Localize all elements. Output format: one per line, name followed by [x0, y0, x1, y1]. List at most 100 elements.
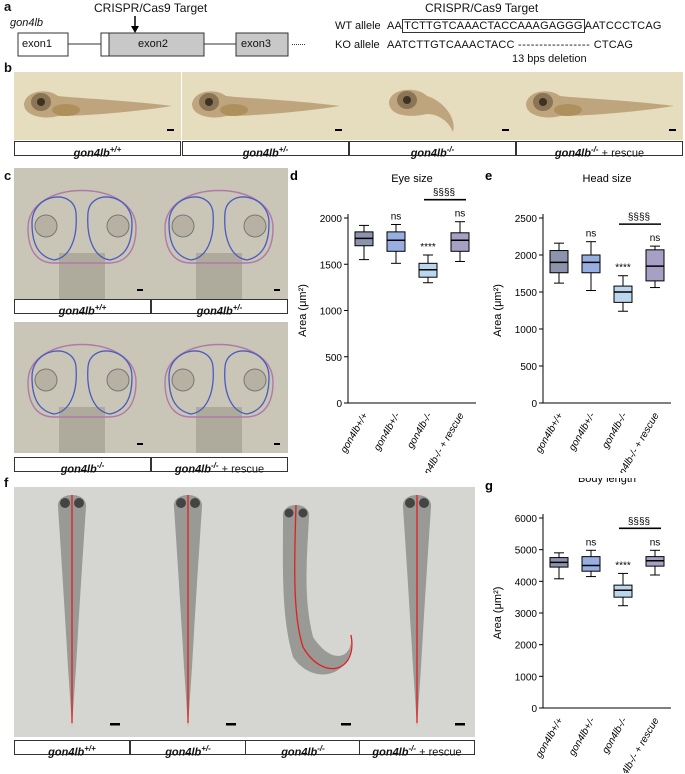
embryo-lateral-image-ko	[349, 72, 516, 140]
panel-label-f: f	[4, 475, 9, 490]
body-dorsal-image-ko	[245, 487, 361, 737]
bracket-label-g: §§§§	[628, 516, 650, 527]
box-e-1	[581, 241, 601, 292]
caption-c-het: gon4lb+/-	[151, 299, 288, 318]
body-dorsal-image-rescue	[359, 487, 475, 737]
panel-label-d: d	[290, 168, 298, 183]
sig-label-e-3: ns	[650, 233, 661, 244]
caption-b-het: gon4lb+/-	[182, 141, 349, 160]
wt-allele-label: WT allele	[335, 20, 381, 32]
head-dorsal-image-ko	[14, 322, 151, 453]
x-tick-label-g-0: gon4lb+/+	[534, 716, 566, 760]
box-d-3	[450, 221, 470, 262]
x-tick-label-d-2: gon4lb-/-	[405, 410, 435, 450]
caption-b-wt: gon4lb+/+	[14, 141, 181, 160]
box-d-0	[354, 224, 374, 261]
y-tick-label-e: 500	[520, 362, 537, 373]
y-tick-label-e: 0	[531, 399, 537, 410]
y-tick-label-d: 0	[336, 399, 342, 410]
sig-label-d-2: ****	[420, 242, 436, 253]
chart-title-e: Head size	[583, 173, 632, 185]
box-e-2	[613, 275, 633, 312]
y-tick-label-e: 1000	[515, 325, 538, 336]
head-dorsal-image-het	[151, 168, 288, 299]
panel-label-b: b	[4, 60, 12, 75]
caption-c-ko: gon4lb-/-	[14, 457, 151, 476]
wt-target-box: TCTTGTCAAACTACCAAAGAGGG	[402, 19, 585, 33]
panel-label-e: e	[485, 168, 492, 183]
x-tick-label-e-1: gon4lb+/-	[567, 410, 598, 452]
y-tick-label-d: 1500	[320, 260, 343, 271]
y-tick-label-g: 1000	[515, 672, 538, 683]
box-e-3	[645, 245, 665, 289]
box-g-1	[581, 549, 601, 578]
ellipsis: ·······	[291, 39, 306, 49]
head-dorsal-image-rescue	[151, 322, 288, 453]
deletion-note: 13 bps deletion	[512, 53, 587, 65]
ko-allele-label: KO allele	[335, 39, 380, 51]
chart-title-g: Body length	[578, 478, 636, 485]
caption-c-wt: gon4lb+/+	[14, 299, 151, 318]
exon2-utr-box	[100, 32, 110, 57]
y-tick-label-e: 2000	[515, 251, 538, 262]
exon3-label: exon3	[241, 38, 271, 50]
head-dorsal-image-wt	[14, 168, 151, 299]
bracket-label-e: §§§§	[628, 212, 650, 223]
sig-label-e-1: ns	[586, 229, 597, 240]
crispr-target-label: CRISPR/Cas9 Target	[94, 1, 208, 15]
y-tick-label-d: 1000	[320, 307, 343, 318]
y-tick-label-g: 0	[531, 704, 537, 715]
caption-f-ko: gon4lb-/-	[245, 740, 361, 759]
sig-label-g-1: ns	[586, 537, 597, 548]
box-d-2	[418, 254, 438, 284]
caption-f-wt: gon4lb+/+	[14, 740, 130, 759]
panel-label-g: g	[485, 478, 493, 493]
y-tick-label-g: 2000	[515, 641, 538, 652]
caption-b-rescue: gon4lb-/- + rescue	[516, 141, 683, 160]
x-tick-label-g-1: gon4lb+/-	[567, 715, 598, 757]
y-tick-label-d: 2000	[320, 214, 343, 225]
ko-sequence: AATCTTGTCAAACTACC ----------------- CTCA…	[387, 39, 634, 51]
bracket-label-d: §§§§	[433, 188, 455, 199]
y-tick-label-g: 4000	[515, 577, 538, 588]
y-tick-label-d: 500	[325, 353, 342, 364]
panel-label-c: c	[4, 168, 12, 183]
x-tick-label-e-2: gon4lb-/-	[600, 410, 630, 450]
y-axis-label-e: Area (μm²)	[492, 284, 504, 337]
x-tick-label-d-0: gon4lb+/+	[339, 411, 371, 455]
caption-f-het: gon4lb+/-	[130, 740, 246, 759]
body-dorsal-image-het	[130, 487, 246, 737]
box-label: CRISPR/Cas9 Target	[425, 1, 539, 15]
sig-label-g-3: ns	[650, 537, 661, 548]
panel-label-a: a	[4, 0, 12, 14]
y-tick-label-g: 3000	[515, 609, 538, 620]
embryo-lateral-image-het	[182, 72, 349, 140]
y-tick-label-e: 1500	[515, 288, 538, 299]
caption-b-ko: gon4lb-/-	[349, 141, 516, 160]
body-dorsal-image-wt	[14, 487, 130, 737]
y-tick-label-g: 5000	[515, 546, 538, 557]
box-g-2	[613, 572, 633, 607]
y-tick-label-e: 2500	[515, 214, 538, 225]
y-axis-label-g: Area (μm²)	[492, 587, 504, 640]
sig-label-d-3: ns	[455, 209, 466, 220]
exon1-label: exon1	[22, 38, 52, 50]
x-tick-label-d-1: gon4lb+/-	[372, 410, 403, 452]
caption-c-rescue: gon4lb-/- + rescue	[151, 457, 288, 476]
gene-structure-diagram	[17, 16, 289, 57]
chart-title-d: Eye size	[391, 173, 433, 185]
sig-label-e-2: ****	[615, 263, 631, 274]
gene-name: gon4lb	[10, 17, 44, 29]
y-axis-label-d: Area (μm²)	[297, 284, 309, 337]
embryo-lateral-image-wt	[14, 72, 181, 140]
x-tick-label-g-2: gon4lb-/-	[600, 715, 630, 755]
y-tick-label-g: 6000	[515, 514, 538, 525]
caption-f-rescue: gon4lb-/- + rescue	[359, 740, 475, 759]
box-e-0	[549, 242, 569, 284]
x-tick-label-e-0: gon4lb+/+	[534, 411, 566, 455]
box-g-3	[645, 549, 665, 576]
exon2-label: exon2	[138, 38, 168, 50]
